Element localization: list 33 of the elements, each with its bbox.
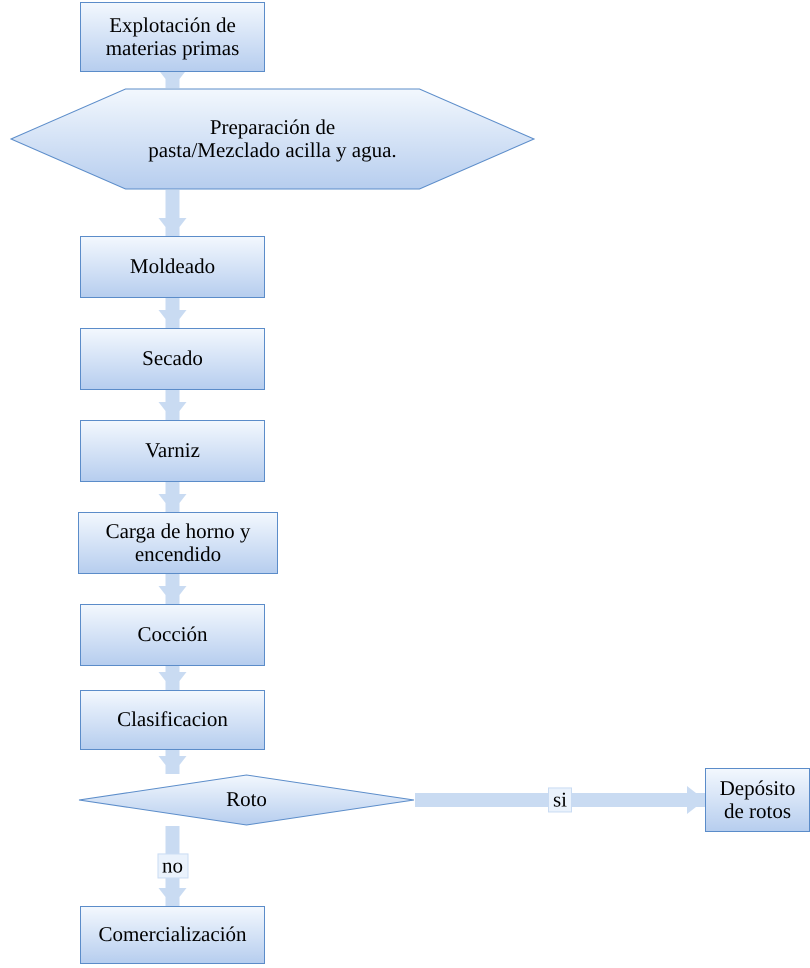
arrow [158, 390, 186, 420]
node-label: Depósito de rotos [718, 776, 796, 824]
process-box [80, 906, 265, 964]
process-box [80, 690, 265, 750]
node-label: Varniz [145, 439, 200, 463]
preparation-hexagon [10, 88, 535, 190]
arrow [158, 482, 186, 512]
node-label: Carga de horno y encendido [104, 520, 252, 566]
process-box [78, 512, 278, 574]
process-box [80, 2, 265, 72]
arrow [158, 298, 186, 328]
process-box [80, 604, 265, 666]
process-box [80, 420, 265, 482]
arrow [158, 70, 186, 88]
node-label: Explotación de materias primas [104, 14, 240, 60]
node-label: Clasificacion [117, 708, 228, 732]
process-box [705, 768, 810, 832]
arrow [158, 190, 186, 236]
node-label: Roto [226, 788, 267, 812]
arrow [158, 750, 186, 774]
node-label: Moldeado [130, 255, 216, 279]
arrow [158, 666, 186, 690]
node-label: Secado [142, 347, 203, 371]
process-box [80, 328, 265, 390]
node-label: Comercialización [98, 923, 247, 947]
arrow [158, 574, 186, 604]
decision-diamond [78, 774, 415, 826]
process-box [80, 236, 265, 298]
node-label: Preparación de pasta/Mezclado acilla y agua. [148, 116, 398, 162]
edge-label: si [548, 787, 572, 813]
arrow [415, 786, 705, 814]
node-label: Cocción [138, 623, 208, 647]
edge-label: no [157, 853, 188, 879]
